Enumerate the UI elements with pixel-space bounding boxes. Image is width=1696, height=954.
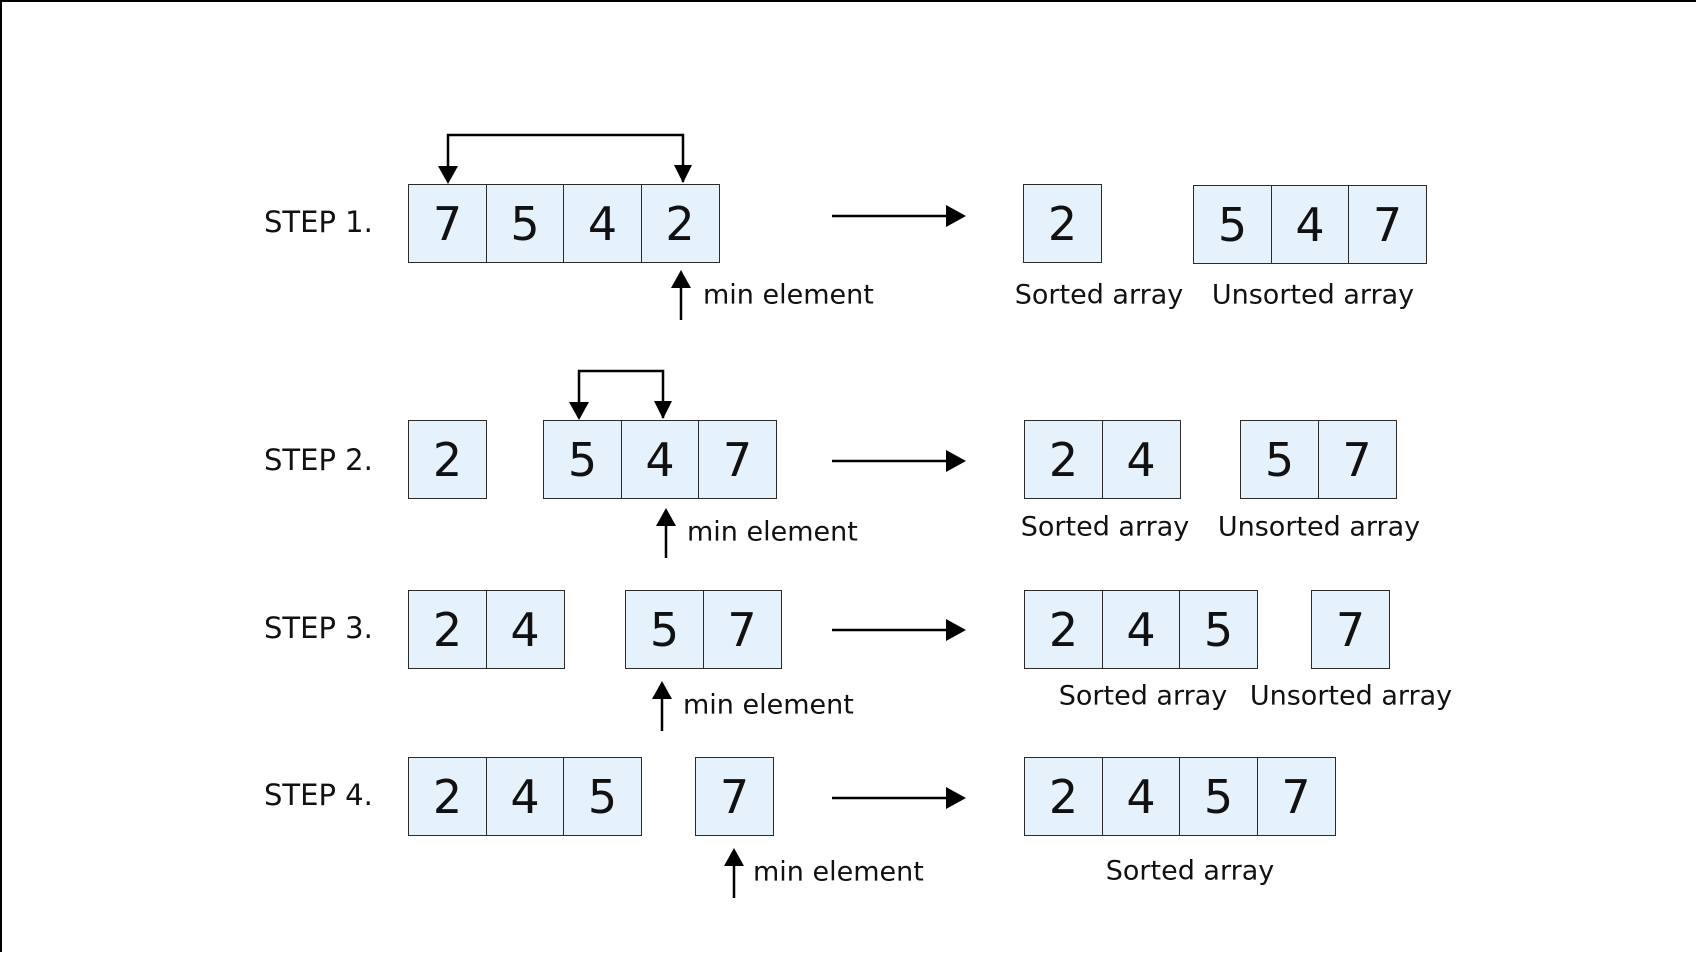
unsorted-array: 7 [1311, 590, 1390, 669]
array-cell: 2 [408, 757, 487, 836]
array-cell: 4 [1270, 185, 1350, 264]
sorted-array: 2 4 [1024, 420, 1181, 499]
swap-arrowhead [569, 402, 589, 420]
min-pointer-arrowhead [652, 681, 672, 699]
min-element-label: min element [703, 279, 874, 311]
step-label: STEP 1. [264, 205, 373, 239]
array-cell: 4 [563, 184, 642, 263]
sorted-array: 2 [1023, 184, 1102, 263]
array-cell: 7 [408, 184, 487, 263]
swap-connector [446, 133, 692, 183]
array-cell: 2 [1023, 184, 1102, 263]
transition-arrowhead [946, 205, 966, 227]
array-cell: 5 [625, 590, 704, 669]
array-cell: 2 [1024, 590, 1103, 669]
array-cell: 4 [1101, 590, 1181, 669]
min-pointer-arrowhead [656, 508, 676, 526]
unsorted-array-caption: Unsorted array [1217, 511, 1421, 543]
unsorted-array-caption: Unsorted array [1211, 279, 1415, 311]
array-cell: 4 [1101, 420, 1181, 499]
unsorted-array: 5 4 7 [1193, 185, 1427, 264]
array-cell: 2 [1024, 420, 1103, 499]
array-cell: 7 [1256, 757, 1336, 836]
array-cell: 5 [1179, 590, 1258, 669]
array-cell: 7 [1311, 590, 1390, 669]
array-cell: 5 [1240, 420, 1319, 499]
sorted-part-array: 2 [408, 420, 487, 499]
sorted-part-array: 2 4 [408, 590, 565, 669]
min-element-label: min element [687, 516, 858, 548]
step-label: STEP 4. [264, 778, 373, 812]
min-element-label: min element [753, 856, 924, 888]
unsorted-array: 5 7 [1240, 420, 1397, 499]
sorted-array: 2 4 5 [1024, 590, 1258, 669]
transition-arrowhead [946, 619, 966, 641]
input-array: 7 5 4 2 [408, 184, 720, 263]
sorted-part-array: 2 4 5 [408, 757, 642, 836]
array-cell: 7 [1348, 185, 1427, 264]
swap-connector [577, 369, 672, 419]
sorted-array-caption: Sorted array [1014, 279, 1184, 311]
sorted-array-caption: Sorted array [1105, 855, 1275, 887]
input-array: 7 [695, 757, 774, 836]
array-cell: 4 [620, 420, 700, 499]
array-cell: 4 [485, 590, 565, 669]
array-cell: 2 [1024, 757, 1103, 836]
array-cell: 7 [1317, 420, 1397, 499]
array-cell: 5 [1179, 757, 1258, 836]
min-pointer-arrowhead [724, 848, 744, 866]
array-cell: 7 [695, 757, 774, 836]
array-cell: 5 [485, 184, 565, 263]
transition-arrowhead [946, 450, 966, 472]
array-cell: 7 [702, 590, 782, 669]
swap-arrowhead [438, 166, 458, 184]
array-cell: 5 [563, 757, 642, 836]
array-cell: 2 [408, 590, 487, 669]
array-cell: 5 [543, 420, 622, 499]
min-pointer-arrowhead [671, 270, 691, 288]
array-cell: 4 [1101, 757, 1181, 836]
array-cell: 5 [1193, 185, 1272, 264]
array-cell: 2 [408, 420, 487, 499]
transition-arrowhead [946, 787, 966, 809]
input-array: 5 7 [625, 590, 782, 669]
min-element-label: min element [683, 689, 854, 721]
unsorted-array-caption: Unsorted array [1249, 680, 1453, 712]
step-label: STEP 2. [264, 443, 373, 477]
step-label: STEP 3. [264, 611, 373, 645]
sorted-array-caption: Sorted array [1058, 680, 1228, 712]
array-cell: 7 [698, 420, 777, 499]
sorted-array-caption: Sorted array [1020, 511, 1190, 543]
sorted-array: 2 4 5 7 [1024, 757, 1336, 836]
array-cell: 4 [485, 757, 565, 836]
array-cell: 2 [640, 184, 720, 263]
input-array: 5 4 7 [543, 420, 777, 499]
